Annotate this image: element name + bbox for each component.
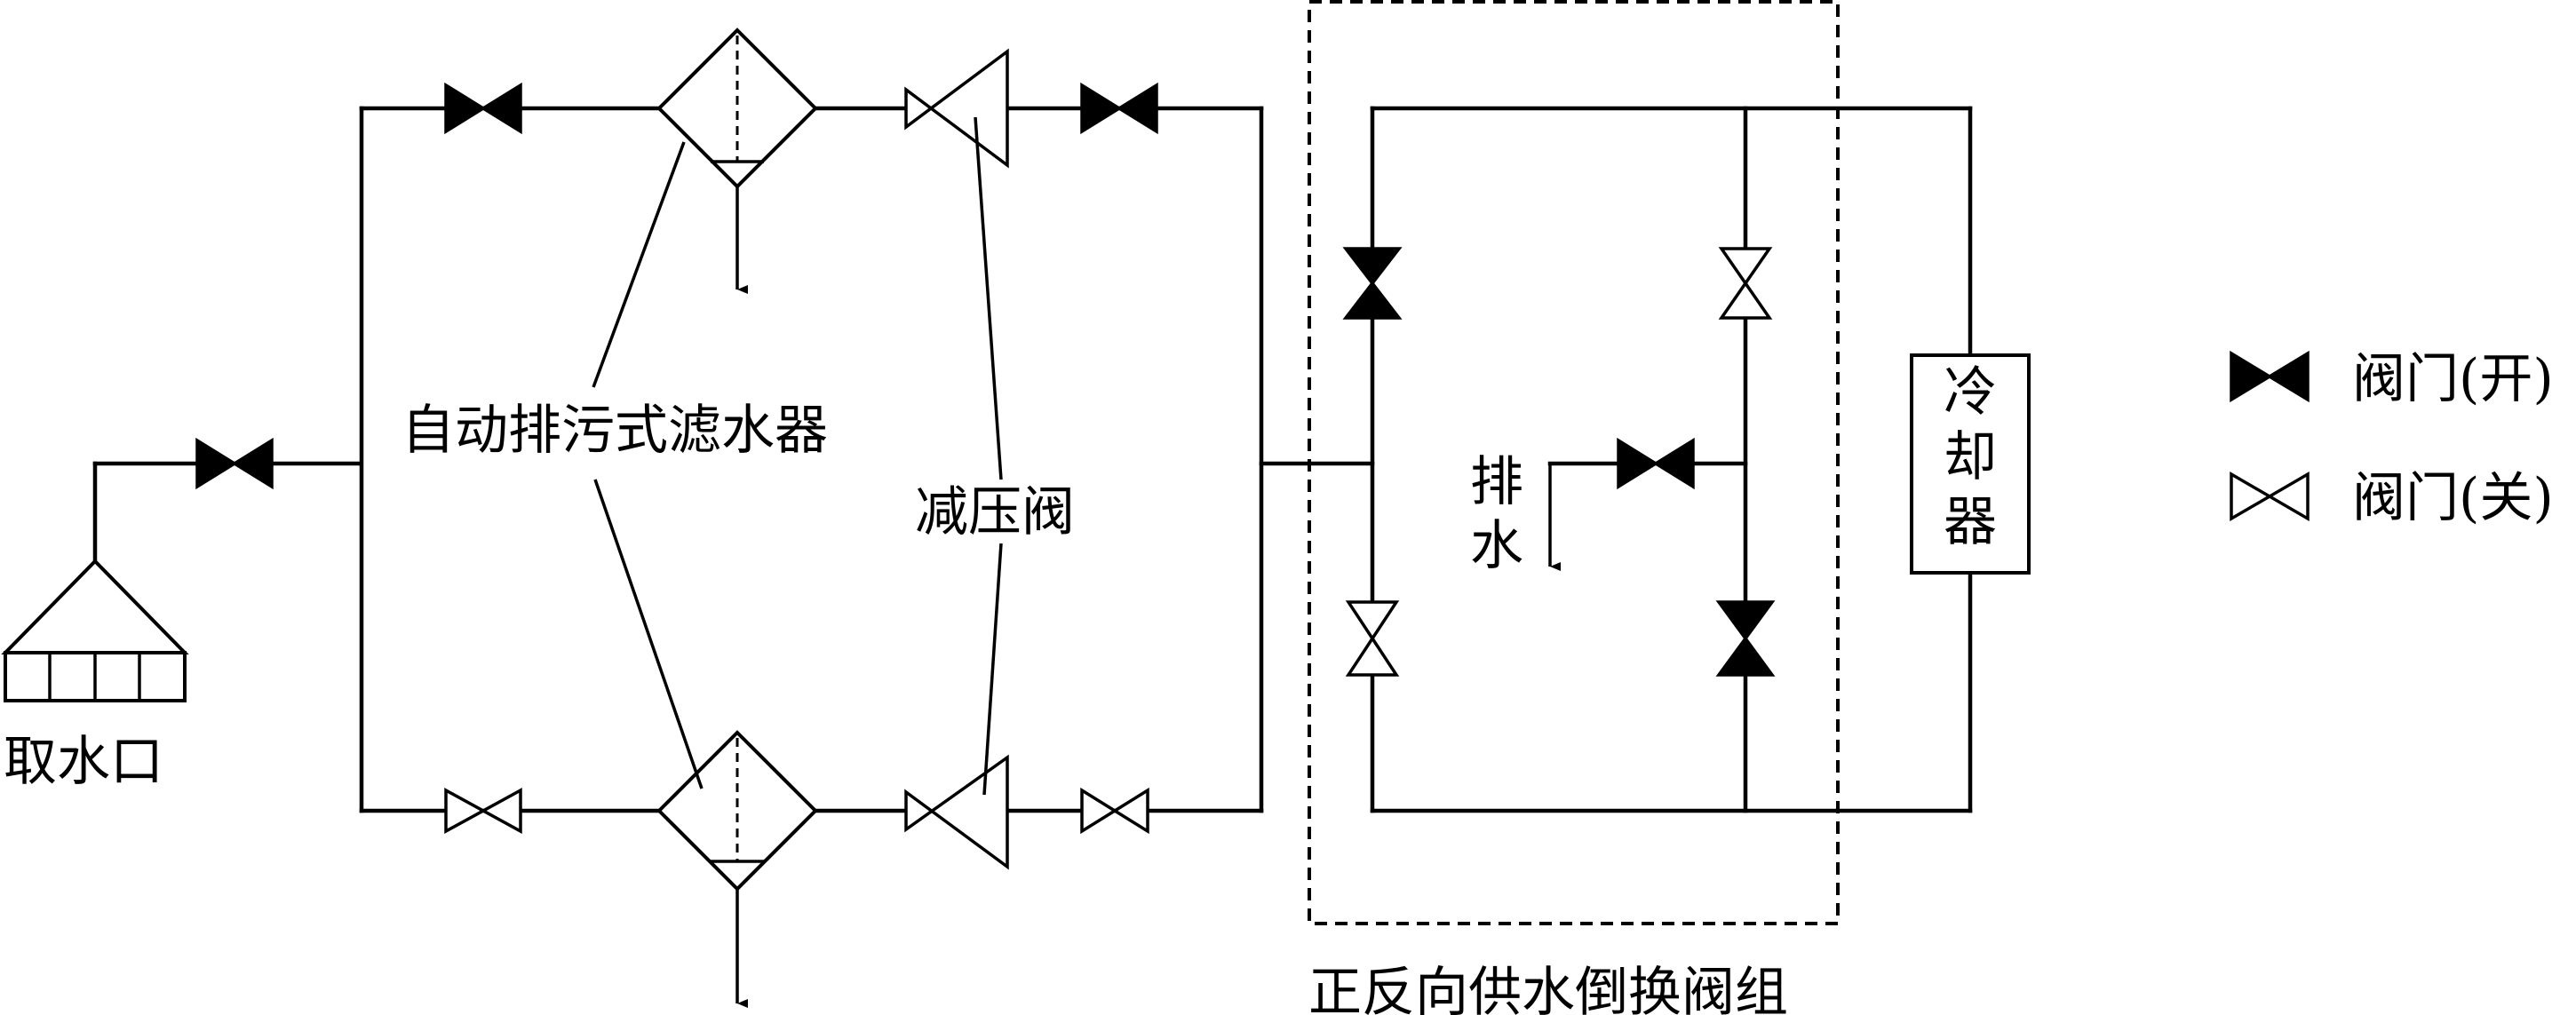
bottom-inlet-valve-closed <box>444 788 522 834</box>
bottom-filter-icon <box>656 730 818 1008</box>
drain-valve-open <box>1617 437 1695 490</box>
cooler-label-line2: 却 <box>1944 426 1997 488</box>
intake-icon <box>1 461 189 702</box>
drain-label-line2: 水 <box>1470 515 1523 577</box>
cooler-label-line3: 器 <box>1944 491 1997 553</box>
legend: 阀门(开) 阀门(关) <box>2230 348 2554 529</box>
valve-group-label: 正反向供水倒换阀组 <box>1308 962 1788 1015</box>
prv-leader-lines <box>974 116 1003 796</box>
intake-valve-open <box>195 437 274 490</box>
legend-open-label: 阀门(开) <box>2352 348 2554 410</box>
bottom-outlet-valve-closed <box>1080 787 1149 835</box>
legend-closed-label: 阀门(关) <box>2352 467 2554 529</box>
top-prv-icon <box>904 48 1009 169</box>
legend-closed-valve-icon <box>2230 471 2310 522</box>
bottom-prv-icon <box>904 754 1009 870</box>
filter-leader-lines <box>592 141 704 789</box>
valve-group-pipes <box>1370 106 1973 813</box>
right-bottom-vertical-valve-open <box>1715 600 1776 677</box>
cooler-box <box>1910 353 2031 575</box>
drain-label-line1: 排 <box>1470 451 1523 513</box>
top-outlet-valve-open <box>1080 82 1158 135</box>
left-bottom-vertical-valve-closed <box>1345 600 1400 677</box>
top-inlet-valve-open <box>444 82 522 135</box>
intake-label: 取水口 <box>4 731 163 793</box>
cooler-label-line1: 冷 <box>1944 361 1997 424</box>
filter-label: 自动排污式滤水器 <box>402 400 828 462</box>
prv-label: 减压阀 <box>915 481 1075 543</box>
legend-open-valve-icon <box>2230 350 2310 403</box>
right-top-vertical-valve-closed <box>1718 247 1773 320</box>
valve-group-box <box>1308 0 1840 925</box>
left-top-vertical-valve-open <box>1342 247 1403 320</box>
top-filter-icon <box>656 28 818 294</box>
